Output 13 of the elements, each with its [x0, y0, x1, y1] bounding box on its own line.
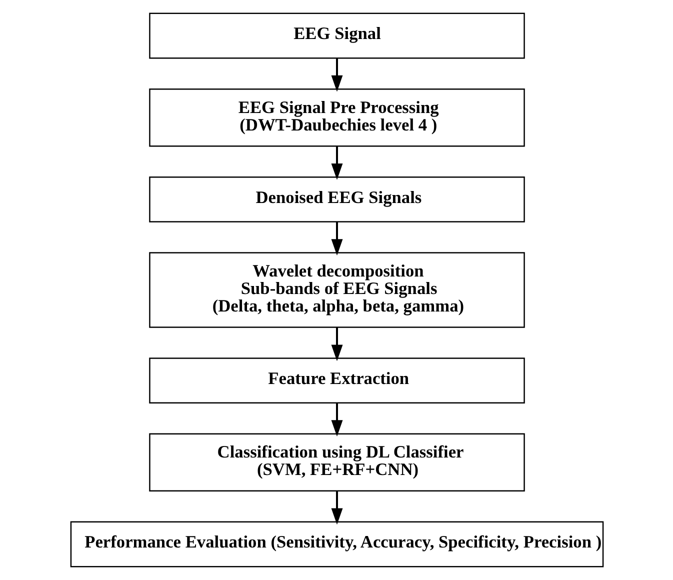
node-box: Classification using DL Classifier (SVM, FE+RF+CNN): [148, 433, 524, 492]
arrow: [330, 146, 342, 180]
node-box: Feature Extraction: [148, 358, 524, 404]
node-box: EEG Signal: [148, 12, 524, 59]
node-box: Wavelet decomposition Sub-bands of EEG Signals (Delta, theta, alpha, beta, gamma): [148, 252, 524, 328]
arrow: [330, 328, 342, 362]
node-box: EEG Signal Pre Processing (DWT-Daubechies level 4 ): [148, 88, 524, 147]
arrow: [330, 490, 342, 525]
arrow: [330, 403, 342, 437]
arrow: [330, 222, 342, 256]
arrow: [330, 58, 342, 92]
node-box: Denoised EEG Signals: [148, 176, 524, 222]
node-box: Performance Evaluation (Sensitivity, Accuracy, Specificity, Precision ): [70, 521, 604, 568]
